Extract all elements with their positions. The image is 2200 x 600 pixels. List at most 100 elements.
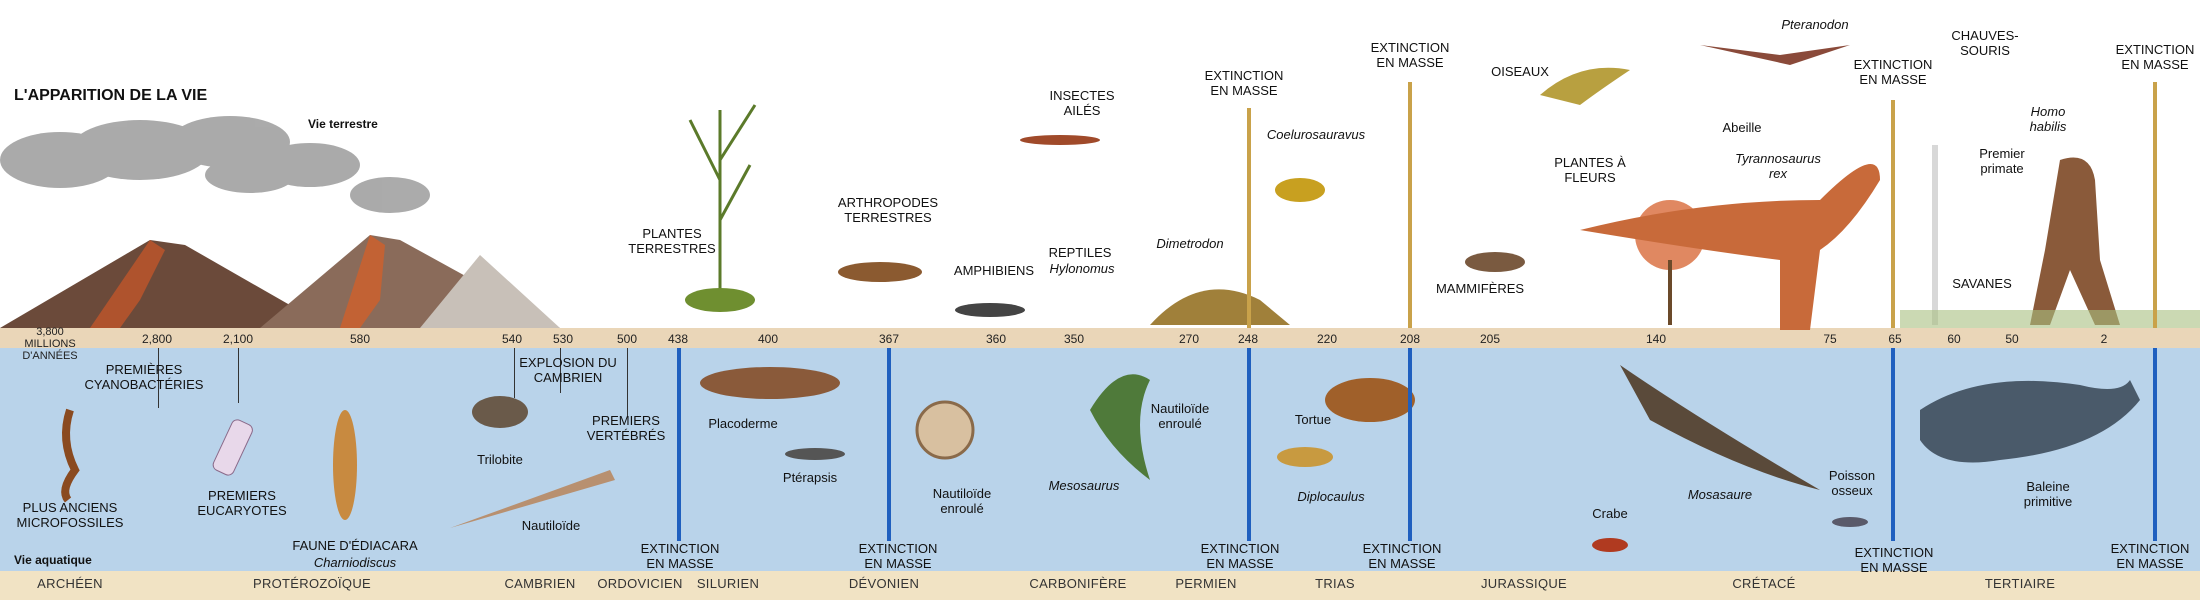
- leader-line: [514, 348, 515, 398]
- tick-label: 2,100: [222, 332, 254, 346]
- pterapsis-label: Ptérapsis: [782, 470, 838, 485]
- coiled-nautiloid: [915, 400, 975, 460]
- tick-label: 367: [878, 332, 900, 346]
- extinction-label: EXTINCTION EN MASSE: [1853, 57, 1933, 87]
- land-life-label: Vie terrestre: [308, 117, 378, 131]
- extinction-label: EXTINCTION EN MASSE: [2110, 541, 2190, 571]
- dragonfly: [1020, 135, 1100, 145]
- diplocaulus-label: Diplocaulus: [1297, 489, 1365, 504]
- reptiles-label: REPTILES: [1048, 245, 1112, 260]
- era-label: ARCHÉEN: [37, 576, 103, 591]
- coiled-nautiloid-label: Nautiloïde enroulé: [932, 486, 992, 516]
- page-title: L'APPARITION DE LA VIE: [14, 87, 208, 104]
- placoderm-label: Placoderme: [708, 416, 778, 431]
- crab: [1592, 538, 1628, 552]
- turtle-label: Tortue: [1294, 412, 1332, 427]
- mesosaurus-label: Mesosaurus: [1048, 478, 1120, 493]
- era-label: CRÉTACÉ: [1732, 576, 1796, 591]
- extinction-line: [1247, 108, 1251, 328]
- first-vertebrates-label: PREMIERS VERTÉBRÉS: [586, 413, 666, 443]
- leader-line: [238, 348, 239, 403]
- tick-label: 248: [1237, 332, 1259, 346]
- extinction-label: EXTINCTION EN MASSE: [640, 541, 720, 571]
- ediacara-label: FAUNE D'ÉDIACARA: [292, 538, 418, 553]
- dimetrodon-label: Dimetrodon: [1156, 236, 1224, 251]
- volcano-left: [0, 240, 330, 328]
- tick-label: 500: [616, 332, 638, 346]
- smoke-cloud: [0, 116, 430, 213]
- amphibians-label: AMPHIBIENS: [953, 263, 1035, 278]
- dimetrodon: [1150, 289, 1290, 325]
- extinction-label: EXTINCTION EN MASSE: [858, 541, 938, 571]
- tick-label: 540: [501, 332, 523, 346]
- nautiloid-label: Nautiloïde: [521, 518, 581, 533]
- extinction-line: [1891, 100, 1895, 328]
- bony-fish: [1832, 517, 1868, 527]
- land-plant: [688, 104, 757, 310]
- era-label: ORDOVICIEN: [597, 576, 683, 591]
- tick-label: 220: [1316, 332, 1338, 346]
- tyrannosaurus: [1580, 164, 1880, 330]
- coiled-nautiloid-label-2: Nautiloïde enroulé: [1150, 401, 1210, 431]
- era-label: TERTIAIRE: [1984, 576, 2056, 591]
- homo-habilis-label: Homo habilis: [2029, 104, 2067, 134]
- tick-label: 2,800: [141, 332, 173, 346]
- mammal: [1465, 252, 1525, 272]
- extinction-line: [1408, 82, 1412, 328]
- cyanobacteria-label: PREMIÈRES CYANOBACTÉRIES: [84, 362, 204, 392]
- extinction-label: EXTINCTION EN MASSE: [1370, 40, 1450, 70]
- tick-label: 140: [1645, 332, 1667, 346]
- mosasaur: [1620, 365, 1820, 490]
- tick-label: 50: [2005, 332, 2019, 346]
- amphibian: [955, 303, 1025, 317]
- charniodiscus-label: Charniodiscus: [313, 555, 397, 570]
- water-band: [0, 345, 2200, 573]
- tick-label: 3,800 MILLIONS D'ANNÉES: [22, 326, 78, 362]
- eukaryotes-label: PREMIERS EUCARYOTES: [197, 488, 287, 518]
- extinction-label: EXTINCTION EN MASSE: [1200, 541, 1280, 571]
- charniodiscus: [333, 410, 357, 520]
- era-label: PROTÉROZOÏQUE: [252, 576, 372, 591]
- tyrannosaurus-label: Tyrannosaurus rex: [1735, 151, 1821, 181]
- extinction-line: [677, 348, 681, 541]
- tick-label: 208: [1399, 332, 1421, 346]
- primitive-whale-label: Baleine primitive: [2023, 479, 2073, 509]
- era-label: CAMBRIEN: [504, 576, 576, 591]
- whale: [1920, 380, 2140, 463]
- tick-label: 350: [1063, 332, 1085, 346]
- leader-line: [158, 348, 159, 408]
- bee-label: Abeille: [1722, 120, 1762, 135]
- tick-label: 400: [757, 332, 779, 346]
- era-label: SILURIEN: [696, 576, 760, 591]
- extinction-line: [2153, 82, 2157, 328]
- cambrian-explosion-label: EXPLOSION DU CAMBRIEN: [519, 355, 617, 385]
- extinction-line: [1891, 348, 1895, 541]
- land-plants-label: PLANTES TERRESTRES: [628, 226, 716, 256]
- millipede: [838, 262, 922, 282]
- coelurosauravus-label: Coelurosauravus: [1266, 127, 1366, 142]
- nautiloid-shell: [450, 470, 615, 528]
- era-label: TRIAS: [1315, 576, 1355, 591]
- tick-label: 205: [1479, 332, 1501, 346]
- extinction-label: EXTINCTION EN MASSE: [2115, 42, 2195, 72]
- extinction-line: [1408, 348, 1412, 541]
- bird: [1540, 67, 1630, 105]
- trilobite: [472, 396, 528, 428]
- bats-label: CHAUVES-SOURIS: [1951, 28, 2019, 58]
- homo-habilis: [2030, 157, 2120, 325]
- tick-label: 75: [1823, 332, 1837, 346]
- leader-line: [627, 348, 628, 416]
- flowering-plants-label: PLANTES À FLEURS: [1554, 155, 1626, 185]
- era-label: DÉVONIEN: [848, 576, 920, 591]
- winged-insects-label: INSECTES AILÉS: [1049, 88, 1115, 118]
- tick-label: 438: [667, 332, 689, 346]
- tick-label: 360: [985, 332, 1007, 346]
- pterapsis: [785, 448, 845, 460]
- era-label: PERMIEN: [1175, 576, 1237, 591]
- tick-label: 530: [552, 332, 574, 346]
- trilobite-label: Trilobite: [477, 452, 523, 467]
- extinction-line: [887, 348, 891, 541]
- crab-label: Crabe: [1592, 506, 1628, 521]
